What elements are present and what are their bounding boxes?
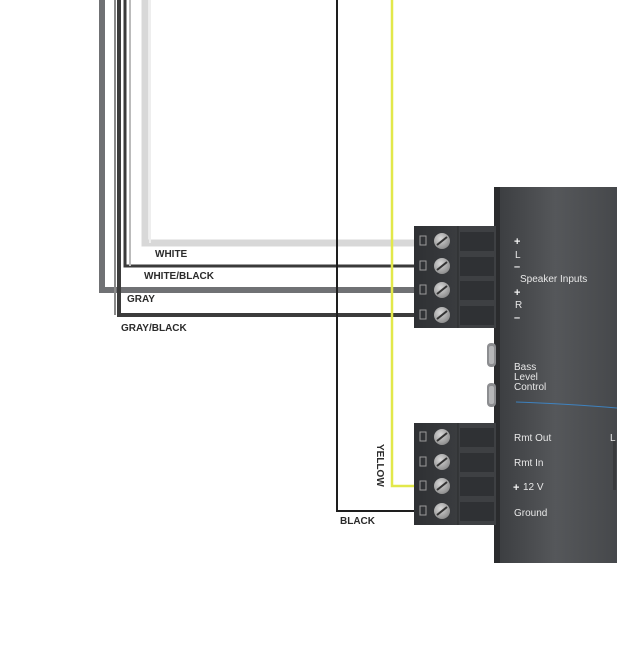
terminal-screw-rmt-out[interactable]: [419, 428, 494, 447]
speaker-right-plus-sign: +: [514, 287, 520, 299]
label-white: WHITE: [155, 249, 188, 260]
label-yellow: YELLOW: [374, 444, 385, 487]
wire-gray: [99, 0, 418, 293]
bass-control-line3: Control: [514, 382, 546, 393]
terminal-screw-left-minus[interactable]: [419, 257, 494, 276]
terminal-screw-rmt-in[interactable]: [419, 453, 494, 472]
ground-label: Ground: [514, 508, 547, 519]
speaker-left-channel-label: L: [515, 250, 521, 261]
label-gray-black: GRAY/BLACK: [121, 323, 188, 334]
terminal-screw-12v[interactable]: [419, 477, 494, 496]
rmt-out-label: Rmt Out: [514, 433, 551, 444]
speaker-left-minus-sign: –: [514, 261, 520, 273]
label-white-black: WHITE/BLACK: [144, 271, 215, 282]
speaker-inputs-title: Speaker Inputs: [520, 274, 587, 285]
amplifier-body: [494, 187, 617, 563]
terminal-screw-right-plus[interactable]: [419, 281, 494, 300]
speaker-right-channel-label: R: [515, 300, 522, 311]
twelve-v-label: 12 V: [523, 482, 544, 493]
label-black: BLACK: [340, 516, 376, 527]
wire-yellow: [390, 0, 418, 488]
label-gray: GRAY: [127, 294, 155, 305]
wire-black: [336, 0, 418, 512]
cut-off-label: L: [610, 433, 616, 444]
speaker-right-minus-sign: –: [514, 312, 520, 324]
bass-control-line1: Bass: [514, 362, 536, 373]
bass-knob[interactable]: [487, 343, 496, 407]
terminal-screw-left-plus[interactable]: [419, 232, 494, 251]
wire-white-black: [123, 0, 418, 268]
wire-gray-black: [114, 0, 418, 317]
terminal-screw-ground[interactable]: [419, 502, 494, 521]
wire-white: [141, 0, 418, 247]
bass-control-line2: Level: [514, 372, 538, 383]
twelve-v-plus-sign: +: [513, 482, 519, 494]
terminal-screw-right-minus[interactable]: [419, 306, 494, 325]
rmt-in-label: Rmt In: [514, 458, 543, 469]
speaker-left-plus-sign: +: [514, 236, 520, 248]
